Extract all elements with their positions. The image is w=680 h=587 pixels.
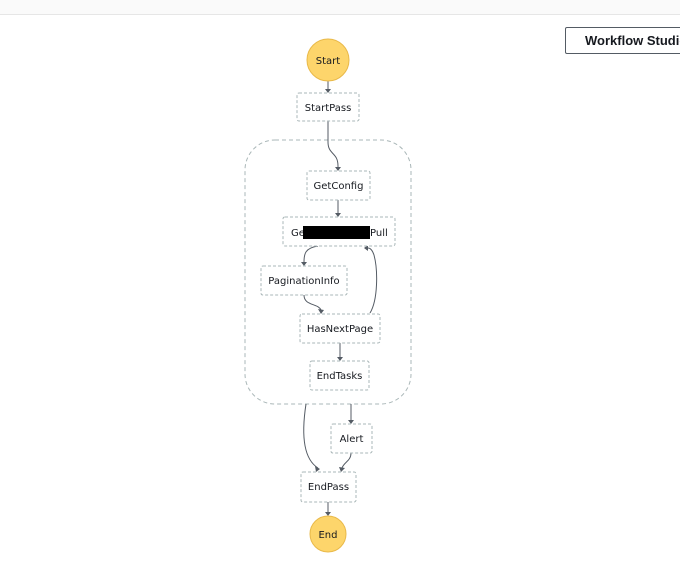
arrowhead xyxy=(339,467,345,472)
edge-paginationinfo-hasnextpage xyxy=(303,294,322,311)
workflow-studio-button[interactable]: Workflow Studio xyxy=(565,27,680,54)
state-getconfig[interactable]: GetConfig xyxy=(306,170,371,201)
end-node[interactable]: End xyxy=(309,515,347,553)
start-node[interactable]: Start xyxy=(306,38,350,82)
arrowhead xyxy=(301,262,307,266)
arrowhead xyxy=(325,89,331,93)
graph-edges xyxy=(301,81,378,516)
arrowhead xyxy=(315,466,320,472)
arrowhead xyxy=(364,245,368,251)
arrowhead xyxy=(335,167,341,171)
end-circle xyxy=(309,515,347,553)
top-toolbar xyxy=(0,0,680,15)
edge-startpass-getconfig xyxy=(327,121,339,167)
edge-alert-endpass xyxy=(341,452,352,469)
state-getconfig-label: GetConfig xyxy=(314,181,364,192)
state-alert-label: Alert xyxy=(340,434,364,445)
state-getpull-prefix: Ge xyxy=(291,228,305,239)
edge-hasnextpage-getpull xyxy=(367,247,378,314)
state-endpass-label: EndPass xyxy=(308,482,349,493)
start-circle xyxy=(306,38,350,82)
state-startpass-label: StartPass xyxy=(305,103,352,114)
end-label: End xyxy=(318,530,337,541)
state-endtasks[interactable]: EndTasks xyxy=(309,360,370,391)
edge-getpull-paginationinfo xyxy=(303,245,319,263)
arrowhead xyxy=(325,512,331,516)
arrowhead xyxy=(318,309,324,314)
state-hasnextpage[interactable]: HasNextPage xyxy=(299,313,381,344)
state-alert[interactable]: Alert xyxy=(330,423,373,454)
state-endpass[interactable]: EndPass xyxy=(300,471,357,503)
start-label: Start xyxy=(316,56,341,67)
state-getpull-suffix: Pull xyxy=(370,228,388,239)
arrowhead xyxy=(335,213,341,217)
state-paginationinfo-label: PaginationInfo xyxy=(268,276,339,287)
arrowhead xyxy=(337,357,343,361)
state-endtasks-label: EndTasks xyxy=(317,371,363,382)
state-paginationinfo[interactable]: PaginationInfo xyxy=(260,265,348,296)
state-getpull[interactable]: Ge Pull xyxy=(282,216,396,247)
state-hasnextpage-label: HasNextPage xyxy=(307,324,373,335)
arrowhead xyxy=(348,420,354,424)
state-startpass[interactable]: StartPass xyxy=(296,92,360,122)
edge-group-endpass xyxy=(303,403,319,469)
redaction-bar xyxy=(303,226,370,239)
